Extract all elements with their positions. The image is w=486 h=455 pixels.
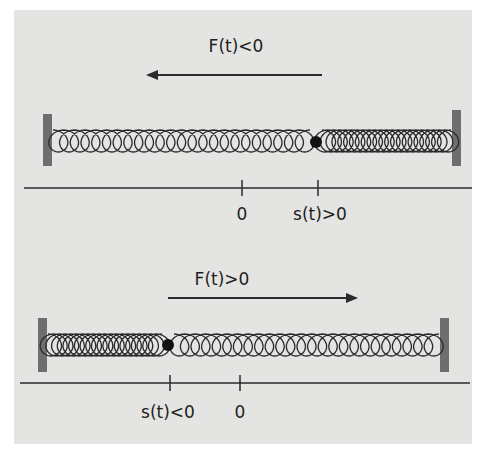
origin-label: 0 bbox=[237, 205, 248, 224]
spring bbox=[40, 334, 443, 356]
position-label: s(t)>0 bbox=[293, 205, 347, 224]
axis-tick bbox=[239, 375, 241, 391]
wall bbox=[440, 318, 449, 372]
axis-line bbox=[24, 187, 472, 189]
spring-coil bbox=[170, 334, 443, 356]
mass-dot bbox=[310, 136, 322, 148]
force-label: F(t)<0 bbox=[209, 37, 264, 56]
axis-tick bbox=[317, 180, 319, 196]
force-arrow bbox=[148, 74, 322, 76]
spring-coil bbox=[49, 130, 314, 152]
axis-tick bbox=[169, 375, 171, 391]
mass-dot bbox=[162, 339, 174, 351]
axis-line bbox=[20, 382, 470, 384]
spring bbox=[49, 130, 459, 152]
spring-coil bbox=[40, 334, 170, 356]
position-label: s(t)<0 bbox=[141, 403, 195, 422]
wall bbox=[452, 110, 461, 166]
force-arrow bbox=[168, 297, 356, 299]
wall bbox=[43, 114, 52, 166]
origin-label: 0 bbox=[235, 403, 246, 422]
force-label: F(t)>0 bbox=[195, 270, 250, 289]
axis-tick bbox=[241, 180, 243, 196]
spring-coil bbox=[314, 130, 458, 152]
